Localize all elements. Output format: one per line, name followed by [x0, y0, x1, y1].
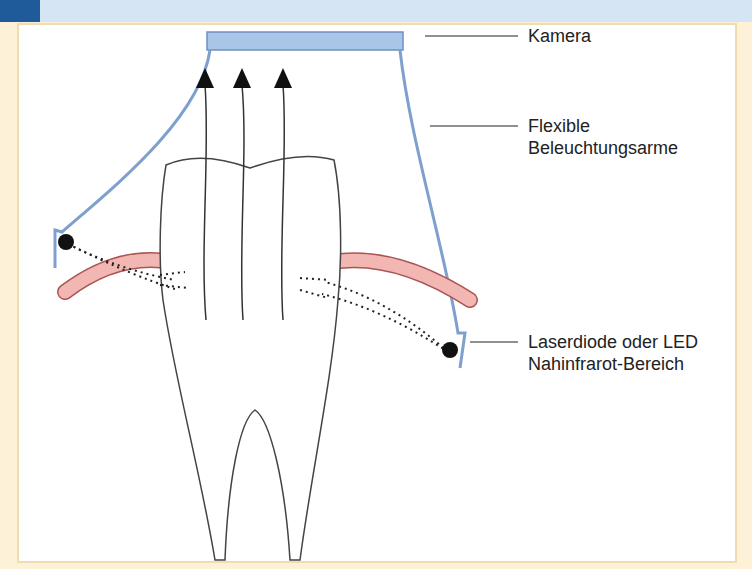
- figure-panel: [18, 24, 736, 562]
- header-band: [0, 0, 752, 22]
- camera: [207, 32, 403, 50]
- arm-label: Flexible Beleuchtungsarme: [528, 115, 678, 159]
- tooth-outline: [160, 156, 340, 560]
- leader-lines: [425, 36, 518, 342]
- light-arrows: [204, 85, 284, 320]
- light-rays: [68, 244, 448, 352]
- light-source-label: Laserdiode oder LED Nahinfrarot-Bereich: [528, 331, 733, 375]
- arrowheads: [196, 68, 292, 88]
- light-sources: [58, 234, 458, 358]
- header-block: [0, 0, 40, 22]
- camera-label: Kamera: [528, 25, 728, 47]
